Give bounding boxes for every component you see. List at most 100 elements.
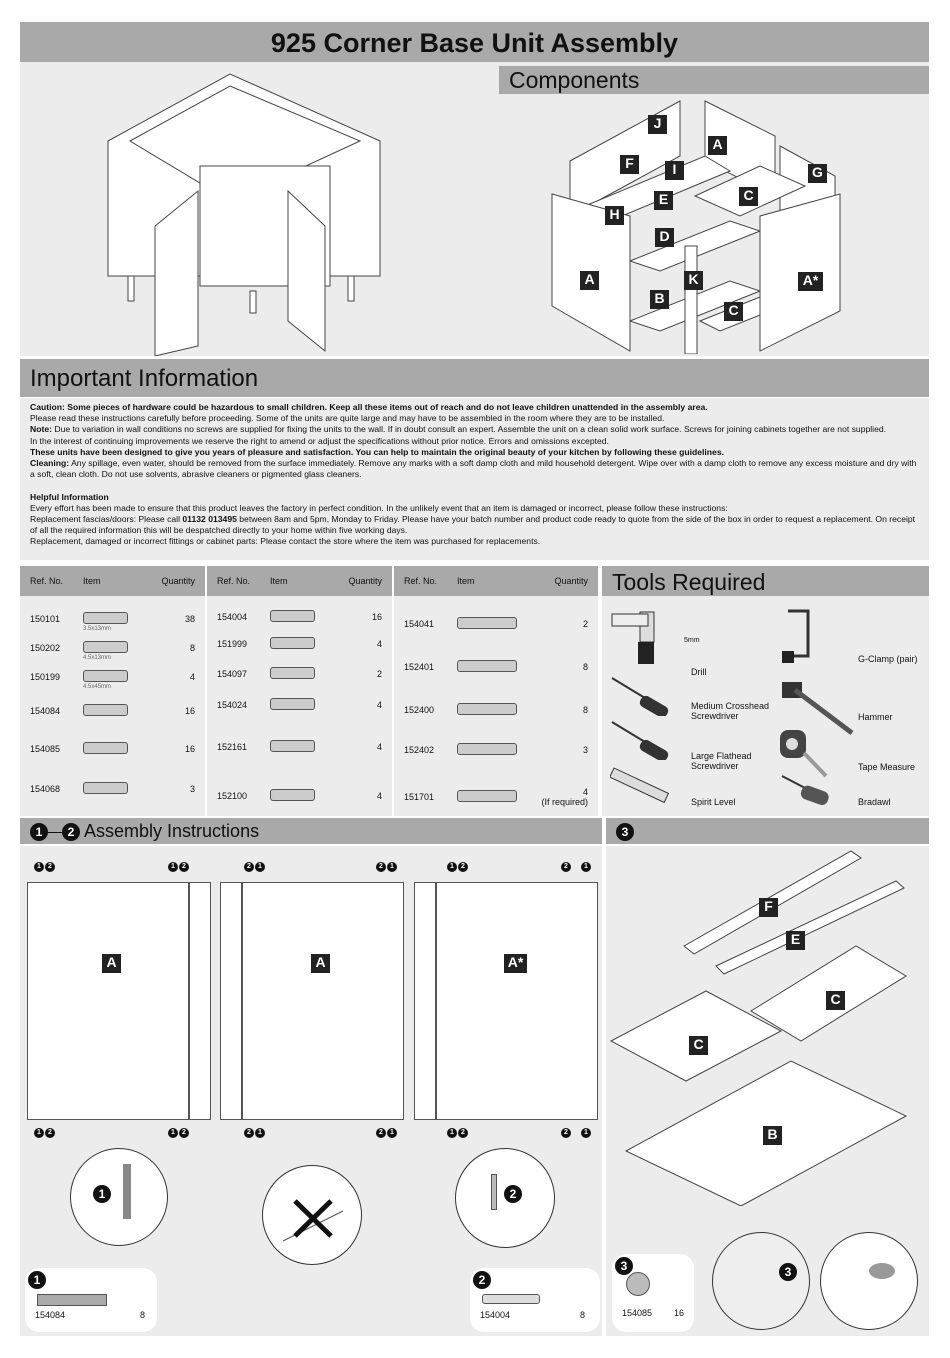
page-title: 925 Corner Base Unit Assembly <box>20 22 929 62</box>
step-3-label: C <box>826 991 845 1010</box>
part-icon: 3.5x13mm <box>83 604 185 634</box>
part-icon <box>457 652 583 682</box>
part-ref: 152400 <box>404 705 435 715</box>
part-size: 4.5x45mm <box>83 684 112 690</box>
part-icon <box>270 659 377 689</box>
tape-measure-icon <box>780 730 828 778</box>
col-qty: Quantity <box>161 576 195 586</box>
part-qty: 8 <box>582 662 588 672</box>
step-marker: 2 <box>561 1128 571 1138</box>
part-ref: 154004 <box>217 612 248 622</box>
tool-spirit-level: Spirit Level <box>691 797 736 807</box>
step-marker: 1 <box>255 1128 265 1138</box>
improvement-text: In the interest of continuing improvemen… <box>30 435 609 446</box>
col-qty: Quantity <box>554 576 588 586</box>
col-qty: Quantity <box>348 576 382 586</box>
step-marker: 1 <box>447 862 457 872</box>
step-marker: 2 <box>179 862 189 872</box>
part-row: 150202 4.5x13mm 8 <box>30 633 195 663</box>
step-marker: 1 <box>34 1128 44 1138</box>
caution-text: Caution: Some pieces of hardware could b… <box>30 402 708 412</box>
assembled-unit-illustration <box>107 73 381 356</box>
read-text: Please read these instructions carefully… <box>30 413 665 424</box>
part-ref: 152401 <box>404 662 435 672</box>
step-badge: 2 <box>504 1185 522 1203</box>
incorrect-detail <box>262 1165 362 1265</box>
col-item: Item <box>83 576 101 586</box>
part-qty: 2 <box>376 669 382 679</box>
part-icon <box>83 734 185 764</box>
part-row: 152402 3 <box>404 735 588 765</box>
part-ref: 154024 <box>217 700 248 710</box>
part-row: 150101 3.5x13mm 38 <box>30 604 195 634</box>
part-note: (If required) <box>541 797 588 807</box>
flathead-screwdriver-icon <box>611 721 669 760</box>
step-marker: 2 <box>376 1128 386 1138</box>
part-icon <box>270 732 377 762</box>
part-ref: 151701 <box>404 792 435 802</box>
part-ref: 154085 <box>30 744 61 754</box>
component-label: E <box>654 191 673 210</box>
part-icon <box>270 781 377 811</box>
note-text: Due to variation in wall conditions no s… <box>51 424 887 435</box>
part-qty: 4 <box>376 791 382 801</box>
fittings-text: Replacement, damaged or incorrect fittin… <box>30 536 541 547</box>
important-info-text: Caution: Some pieces of hardware could b… <box>20 398 929 560</box>
part-row: 152161 4 <box>217 732 382 762</box>
part-qty: 16 <box>184 706 195 716</box>
dowel-detail: 2 <box>455 1148 555 1248</box>
part-qty: 3 <box>189 784 195 794</box>
step-3-badge: 3 <box>616 823 634 842</box>
step-marker: 1 <box>581 862 591 872</box>
cleaning-text: Any spillage, even water, should be remo… <box>30 458 917 480</box>
part-ref: 150199 <box>30 672 61 682</box>
hardware-ref: 154004 <box>480 1310 511 1320</box>
part-ref: 150202 <box>30 643 61 653</box>
hardware-ref: 154084 <box>35 1310 66 1320</box>
note-label: Note: <box>30 424 52 435</box>
replacement-text: Replacement fascias/doors: Please call <box>30 514 183 525</box>
col-ref: Ref. No. <box>404 576 438 586</box>
component-label: G <box>808 164 827 183</box>
g-clamp-icon <box>782 609 810 663</box>
side-panel-a-star <box>436 882 598 1120</box>
tool-g-clamp: G-Clamp (pair) <box>858 654 918 664</box>
part-icon <box>83 696 185 726</box>
components-heading: Components <box>499 66 929 94</box>
component-label: A* <box>798 272 823 291</box>
step-2-badge: 2 <box>62 823 80 842</box>
cam-lock-detail: 3 <box>712 1232 810 1330</box>
step-marker: 2 <box>45 1128 55 1138</box>
part-qty: 4 <box>376 742 382 752</box>
part-ref: 154097 <box>217 669 248 679</box>
replacement-text-cont: between 8am and 5pm, Monday to Friday. P… <box>30 514 916 536</box>
panel-label: A <box>102 954 121 973</box>
assembly-heading: Assembly Instructions <box>84 821 260 841</box>
step-marker: 2 <box>458 862 468 872</box>
step-marker: 2 <box>376 862 386 872</box>
col-ref: Ref. No. <box>217 576 251 586</box>
cam-bolt-icon <box>37 1294 107 1306</box>
part-row: 151701 4(If required) <box>404 782 588 812</box>
tools-panel: 5mm Drill G-Clamp (pair) Medium Crosshea… <box>602 596 929 816</box>
step-marker: 2 <box>458 1128 468 1138</box>
component-label: D <box>655 228 674 247</box>
part-icon <box>270 629 377 659</box>
part-icon: 4.5x45mm <box>83 662 190 692</box>
step-marker: 1 <box>387 1128 397 1138</box>
part-ref: 152161 <box>217 742 248 752</box>
step-3-label: C <box>689 1036 708 1055</box>
part-ref: 154084 <box>30 706 61 716</box>
step-marker: 2 <box>179 1128 189 1138</box>
part-qty: 4 <box>376 639 382 649</box>
part-qty: 4 <box>582 787 588 797</box>
component-label: F <box>620 155 639 174</box>
hardware-ref: 154085 <box>622 1308 653 1318</box>
step-marker: 1 <box>34 862 44 872</box>
hammer-icon <box>782 682 854 735</box>
part-row: 152401 8 <box>404 652 588 682</box>
part-row: 154085 16 <box>30 734 195 764</box>
part-row: 150199 4.5x45mm 4 <box>30 662 195 692</box>
